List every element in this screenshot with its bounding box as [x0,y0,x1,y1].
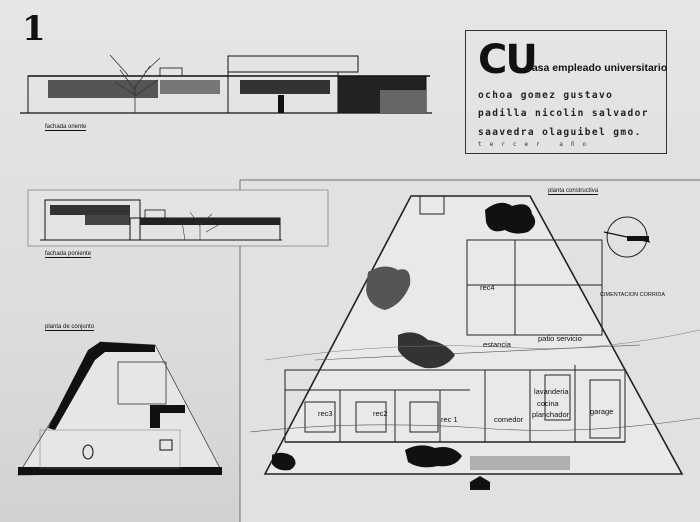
site-plan [17,341,223,476]
room-garage: garage [590,407,614,416]
room-planchador: planchador [532,410,570,419]
room-cocina: cocina [537,399,559,408]
label-planta-conjunto: planta de conjunto [45,324,95,331]
sheet-number: 1 [22,9,46,49]
room-rec1: rec 1 [441,415,458,424]
semester-label: tercer año [478,141,595,148]
author-1: ochoa gomez gustavo [478,90,614,101]
room-lavanderia: lavanderia [534,387,569,396]
room-comedor: comedor [494,415,524,424]
room-rec4: rec4 [480,283,495,292]
room-estancia: estancia [483,340,511,349]
label-cimentacion: CIMENTACION CORRIDA [600,292,665,298]
project-title: casa empleado universitario [526,62,668,74]
label-fachada-poniente: fachada poniente [45,251,92,258]
label-planta-constructiva: planta constructiva [548,188,599,195]
east-elevation [20,54,432,114]
cu-logo: CU [478,37,538,83]
label-fachada-oriente: fachada oriente [45,124,87,131]
author-3: saavedra olaguibel gmo. [478,127,642,138]
floor-plan [249,195,700,490]
room-rec2: rec2 [373,409,388,418]
author-2: padilla nicolin salvador [478,108,649,119]
west-elevation [40,199,282,241]
room-rec3: rec3 [318,409,333,418]
room-patio-servicio: patio servicio [538,334,582,343]
title-block [465,30,667,154]
